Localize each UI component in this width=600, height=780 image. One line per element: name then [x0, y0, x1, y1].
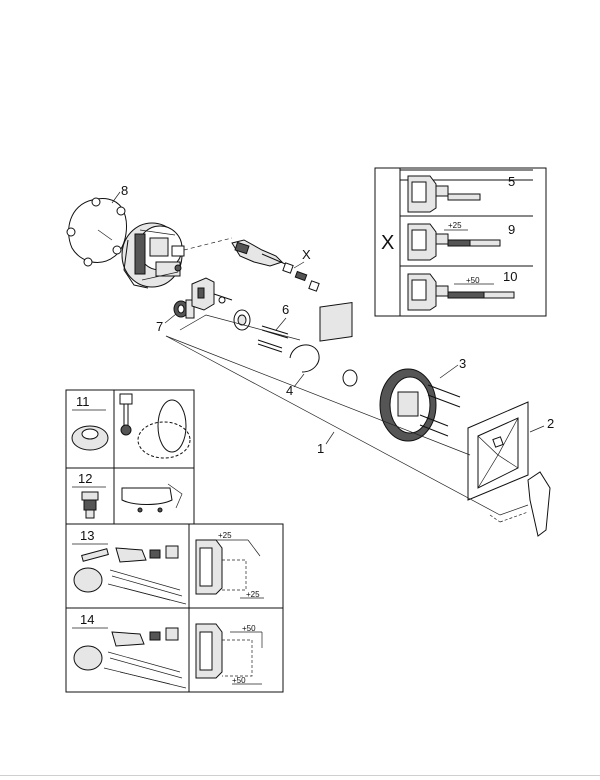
callout-2: 2: [547, 416, 554, 431]
callout-7: 7: [156, 319, 163, 334]
part-3-plate: [379, 368, 461, 442]
page-footer-rule: [0, 775, 600, 776]
inset-x-label: X: [381, 232, 394, 254]
cartridge-x: [231, 239, 320, 292]
callout-x: X: [302, 247, 311, 262]
inset-x-number-10: 10: [503, 269, 517, 284]
part-8-gasket: [66, 197, 127, 267]
inset-row-10: [407, 273, 515, 311]
callout-8: 8: [121, 183, 128, 198]
inset-x-panel: [374, 167, 547, 317]
panel-13-dim-top: +25: [218, 531, 232, 540]
inset-x-number-5: 5: [508, 174, 515, 189]
panel-12-art: [81, 483, 183, 519]
panel-13-dim-bottom: +25: [246, 590, 260, 599]
accessory-panels-frame: [65, 389, 284, 693]
panel-14-number: 14: [80, 612, 94, 627]
inset-x-dim-9: +25: [448, 221, 462, 230]
part-2-trim: [467, 401, 551, 537]
part-4-clip-sleeve: [289, 301, 358, 387]
panel-14-dim-bottom: +50: [232, 676, 246, 685]
panel-11-art: [71, 393, 191, 459]
callout-3: 3: [459, 356, 466, 371]
callout-1: 1: [317, 441, 324, 456]
callout-4: 4: [286, 383, 293, 398]
inset-row-5: [407, 175, 481, 213]
panel-14-dim-top: +50: [242, 624, 256, 633]
panel-13-art: [73, 539, 264, 605]
panel-11-number: 11: [76, 394, 90, 409]
assembly-bracket-lines: [165, 314, 529, 523]
callout-6: 6: [282, 302, 289, 317]
inset-row-9: [407, 223, 501, 261]
part-7-adapter: [173, 299, 195, 319]
panel-13-number: 13: [80, 528, 94, 543]
inset-x-dim-10: +50: [466, 276, 480, 285]
diverter-unit: [191, 277, 233, 311]
panel-12-number: 12: [78, 471, 92, 486]
panel-14-art: [73, 623, 263, 689]
valve-body: [121, 222, 185, 289]
inset-x-number-9: 9: [508, 222, 515, 237]
part-6-ring-screws: [233, 309, 289, 353]
